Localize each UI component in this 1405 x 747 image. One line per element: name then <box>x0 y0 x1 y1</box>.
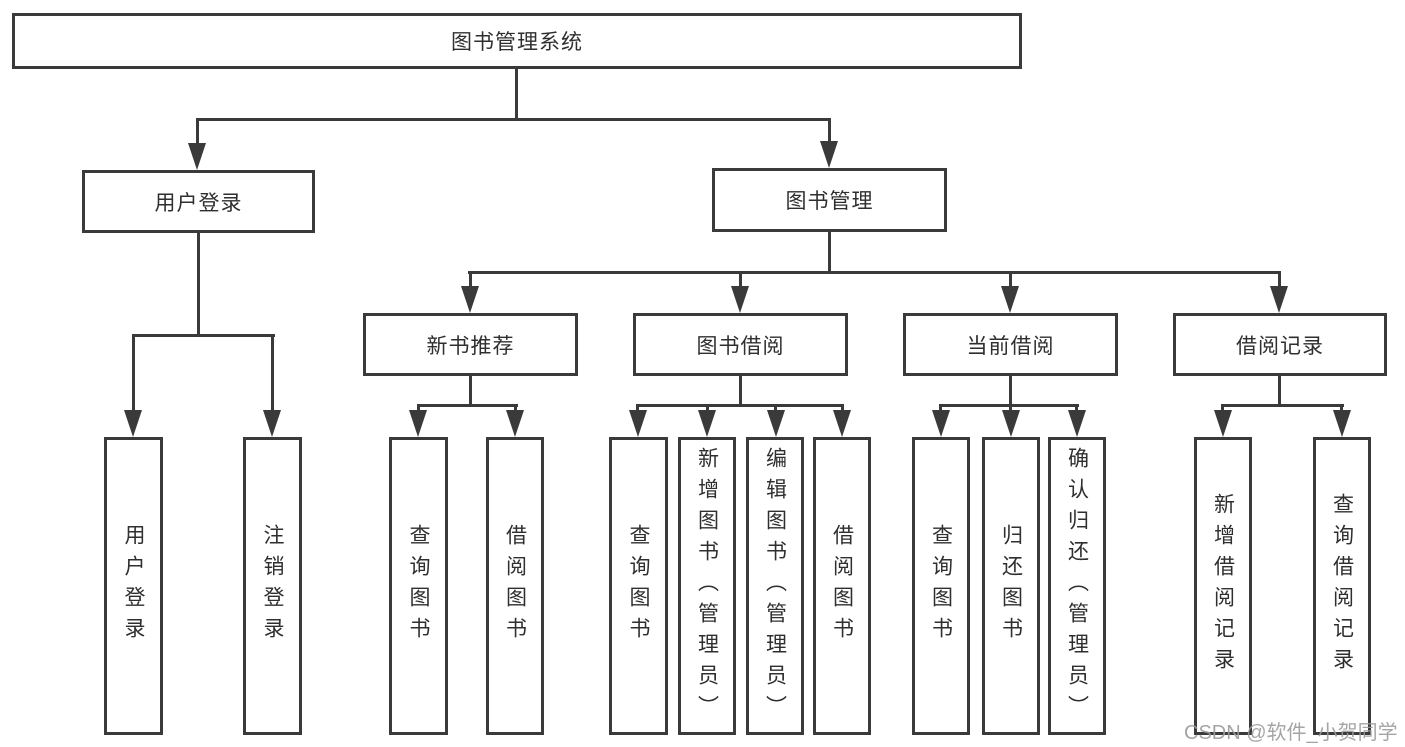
node-recommend-query-books: 查询图书 <box>389 437 448 735</box>
connector-line <box>1009 376 1012 407</box>
connector-line <box>196 118 831 121</box>
connector-line <box>739 376 742 407</box>
arrow-down-icon <box>506 410 524 437</box>
connector-line <box>132 334 135 412</box>
arrow-down-icon <box>767 410 785 437</box>
connector-line <box>132 334 275 337</box>
connector-line <box>1278 376 1281 407</box>
node-book-borrowing: 图书借阅 <box>633 313 848 376</box>
node-library-management-system: 图书管理系统 <box>12 13 1022 69</box>
connector-line <box>739 271 742 288</box>
connector-line <box>636 404 844 407</box>
csdn-watermark: CSDN @软件_小贺同学 <box>1184 722 1398 744</box>
connector-line <box>515 69 518 119</box>
node-borrow-add-books-admin: 新增图书（管理员） <box>678 437 736 735</box>
connector-line <box>1221 404 1224 413</box>
arrow-down-icon <box>1002 410 1020 437</box>
node-borrowing-records: 借阅记录 <box>1173 313 1387 376</box>
arrow-down-icon <box>1001 286 1019 313</box>
connector-line <box>196 118 199 145</box>
arrow-down-icon <box>1270 286 1288 313</box>
connector-line <box>706 404 709 413</box>
connector-line <box>1221 404 1344 407</box>
connector-line <box>469 271 472 288</box>
arrow-down-icon <box>1333 410 1351 437</box>
connector-line <box>636 404 639 413</box>
node-user-login-leaf: 用户登录 <box>104 437 163 735</box>
node-borrow-edit-books-admin: 编辑图书（管理员） <box>746 437 804 735</box>
connector-line <box>1009 404 1012 413</box>
arrow-down-icon <box>409 410 427 437</box>
connector-line <box>417 404 420 413</box>
connector-line <box>197 233 200 337</box>
node-current-query-books: 查询图书 <box>912 437 970 735</box>
connector-line <box>1009 271 1012 288</box>
node-borrow-query-books: 查询图书 <box>609 437 668 735</box>
connector-line <box>1075 404 1078 413</box>
node-records-add-record: 新增借阅记录 <box>1194 437 1252 735</box>
node-user-login: 用户登录 <box>82 170 315 233</box>
arrow-down-icon <box>263 410 281 437</box>
connector-line <box>417 404 518 407</box>
connector-line <box>468 271 1281 274</box>
arrow-down-icon <box>698 410 716 437</box>
node-current-borrowing: 当前借阅 <box>903 313 1118 376</box>
node-book-management: 图书管理 <box>712 168 947 232</box>
connector-line <box>828 232 831 273</box>
connector-line <box>1340 404 1343 413</box>
connector-line <box>939 404 942 413</box>
connector-line <box>774 404 777 413</box>
connector-line <box>469 376 472 407</box>
connector-line <box>841 404 844 413</box>
arrow-down-icon <box>1214 410 1232 437</box>
arrow-down-icon <box>820 141 838 168</box>
arrow-down-icon <box>124 410 142 437</box>
arrow-down-icon <box>629 410 647 437</box>
arrow-down-icon <box>188 143 206 170</box>
node-borrow-borrow-books: 借阅图书 <box>813 437 871 735</box>
node-recommend-borrow-books: 借阅图书 <box>486 437 544 735</box>
connector-line <box>271 334 274 412</box>
connector-line <box>1278 271 1281 288</box>
node-new-book-recommendation: 新书推荐 <box>363 313 578 376</box>
node-logout: 注销登录 <box>243 437 302 735</box>
arrow-down-icon <box>461 286 479 313</box>
arrow-down-icon <box>731 286 749 313</box>
connector-line <box>828 118 831 143</box>
arrow-down-icon <box>1068 410 1086 437</box>
node-current-confirm-return-admin: 确认归还（管理员） <box>1048 437 1106 735</box>
node-current-return-books: 归还图书 <box>982 437 1040 735</box>
connector-line <box>514 404 517 413</box>
node-records-query-record: 查询借阅记录 <box>1313 437 1371 735</box>
arrow-down-icon <box>833 410 851 437</box>
arrow-down-icon <box>932 410 950 437</box>
